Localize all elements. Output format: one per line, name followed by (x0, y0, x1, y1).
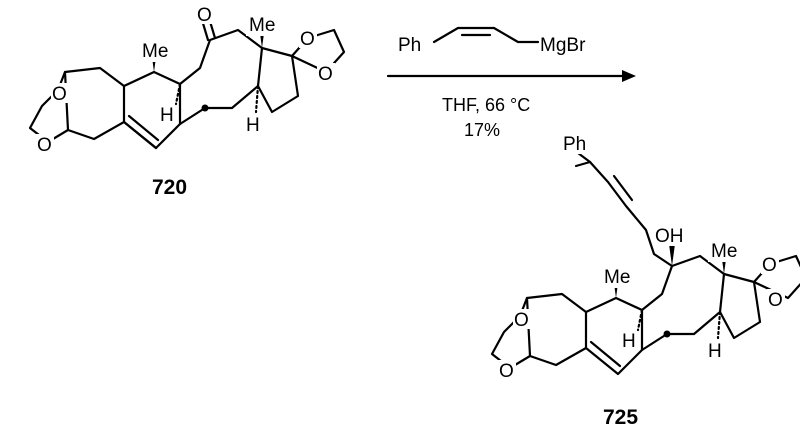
product-725: Ph OH Me Me O O O O H H 725 (490, 132, 800, 429)
product-ketal3-oxygen-top-label: O (514, 310, 529, 331)
c10-methyl-label: Me (142, 41, 168, 62)
ketal3-oxygen-bottom-label: O (37, 135, 52, 156)
reagent-phenyl-label: Ph (398, 35, 421, 56)
reaction-arrow (386, 70, 636, 82)
c14-hydrogen-label: H (246, 115, 260, 136)
c13-methyl-label: Me (249, 15, 275, 36)
ketal3-oxygen-top-label: O (52, 84, 67, 105)
c9-hydrogen-label: H (160, 105, 174, 126)
ketal17-oxygen-bottom-label: O (318, 64, 333, 85)
product-ketal3-oxygen-bottom-label: O (499, 361, 514, 382)
reagent: Ph MgBr (398, 26, 586, 56)
conditions-solvent-temperature: THF, 66 °C (442, 95, 530, 115)
product-c9-hydrogen-label: H (622, 331, 636, 352)
reagent-mgbr-label: MgBr (540, 35, 586, 56)
product-ketal17-oxygen-top-label: O (762, 255, 777, 276)
conditions-yield: 17% (464, 120, 500, 140)
product-hydroxyl-label: OH (655, 226, 684, 247)
product-c13-methyl-label: Me (711, 241, 737, 262)
ketone-oxygen-label: O (197, 5, 212, 26)
product-c14-hydrogen-label: H (708, 341, 722, 362)
starting-material-skeleton (28, 16, 346, 150)
reaction-conditions: THF, 66 °C 17% (442, 95, 530, 140)
product-phenyl-label: Ph (563, 134, 586, 155)
starting-material-720: O Me Me O O O O H H 720 (28, 2, 346, 199)
product-skeleton (490, 148, 800, 376)
ketal17-oxygen-top-label: O (300, 29, 315, 50)
compound-number-720: 720 (152, 176, 187, 199)
compound-number-725: 725 (603, 406, 638, 429)
product-c10-methyl-label: Me (604, 267, 630, 288)
product-ketal17-oxygen-bottom-label: O (768, 290, 783, 311)
